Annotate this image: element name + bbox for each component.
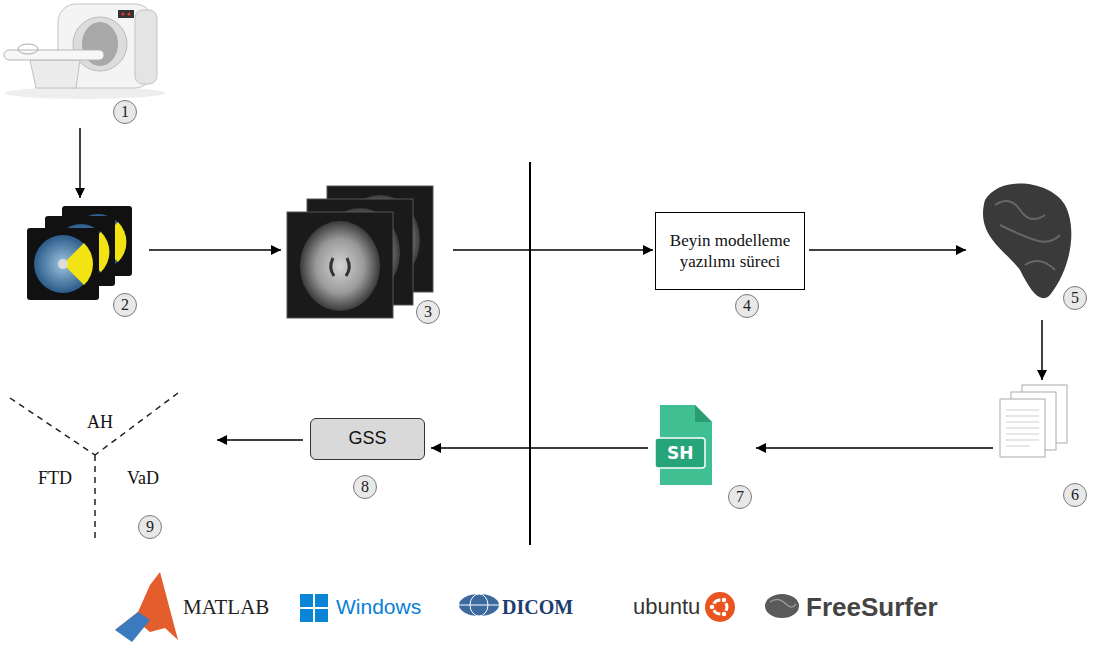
divider-line (529, 162, 531, 545)
logo-text: DICOM (502, 596, 573, 619)
gss-node: GSS 8 (305, 416, 429, 506)
connector-arrow (1037, 320, 1047, 380)
dicom-cd-icon (27, 206, 132, 300)
class-label: AH (87, 412, 113, 433)
class-label: VaD (127, 468, 159, 489)
connector-line (809, 249, 966, 251)
callout-number: 7 (728, 485, 752, 509)
arrow-head (643, 245, 653, 255)
scanner-node: 1 (0, 0, 168, 126)
class-label: FTD (38, 468, 72, 489)
arrow-head (956, 245, 966, 255)
process-box: Beyin modelleme yazılımı süreci (655, 212, 805, 290)
connector-line (756, 447, 993, 449)
connector-arrow (809, 245, 966, 255)
connector-line (149, 249, 281, 251)
sh-file-icon (655, 405, 712, 485)
mri-scanner (4, 4, 165, 99)
slices-node: 3 (283, 182, 451, 328)
ubuntu-logo (705, 592, 735, 622)
windows-logo (300, 594, 328, 622)
connector-arrow (75, 128, 85, 198)
process-text: Beyin modelleme yazılımı süreci (664, 230, 796, 273)
connector-line (217, 439, 303, 441)
arrow-head (756, 443, 766, 453)
connector-arrow (431, 443, 648, 453)
gss-box: GSS (310, 418, 425, 460)
connector-line (79, 128, 81, 198)
arrow-head (75, 188, 85, 198)
connector-arrow (217, 435, 303, 445)
callout-number: 2 (113, 293, 137, 317)
dicom-logo (459, 594, 499, 616)
sh-node: SH 7 (650, 402, 754, 514)
connector-arrow (756, 443, 993, 453)
matlab-logo (115, 572, 178, 642)
dicom-node: 2 (25, 200, 147, 322)
brain-node: 5 (968, 176, 1088, 318)
logo-text: FreeSurfer (806, 592, 938, 623)
logo-text: Windows (336, 595, 421, 619)
arrow-head (431, 443, 441, 453)
connector-arrow (453, 245, 653, 255)
callout-number: 4 (735, 294, 759, 318)
arrow-head (271, 245, 281, 255)
callout-number: 6 (1063, 483, 1087, 507)
process-node: Beyin modelleme yazılımı süreci 4 (655, 210, 807, 322)
logo-text: MATLAB (183, 595, 269, 620)
connector-line (453, 249, 653, 251)
callout-number: 3 (416, 300, 440, 324)
documents-node: 6 (995, 382, 1090, 510)
freesurfer-logo (765, 594, 799, 618)
connector-arrow (149, 245, 281, 255)
gss-text: GSS (348, 428, 386, 450)
classes-node: AH FTD VaD 9 (5, 390, 215, 542)
arrow-head (1037, 370, 1047, 380)
brain-model (983, 184, 1071, 299)
arrow-head (217, 435, 227, 445)
documents-icon (1000, 385, 1067, 457)
callout-number: 9 (138, 515, 162, 539)
classification-lines (10, 393, 178, 540)
callout-number: 5 (1063, 286, 1087, 310)
file-type-text: SH (667, 443, 693, 463)
logo-text: ubuntu (633, 594, 700, 620)
mri-slices (287, 186, 433, 318)
callout-number: 1 (113, 100, 137, 124)
callout-number: 8 (353, 475, 377, 499)
connector-line (431, 447, 648, 449)
